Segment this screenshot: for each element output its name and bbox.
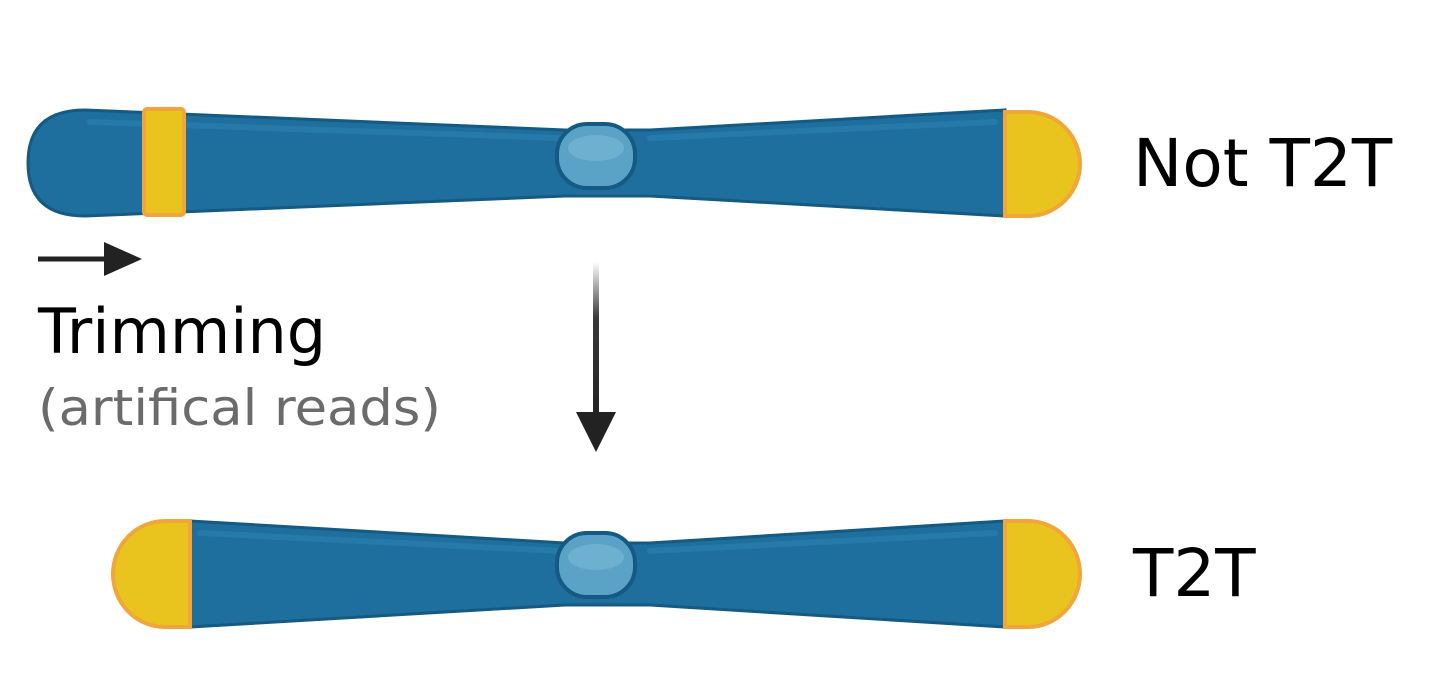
chromosome-t2t <box>111 519 1082 629</box>
down-arrow-icon <box>576 262 616 452</box>
chromosome-highlight <box>197 530 998 554</box>
chromosome-not-t2t <box>26 107 1082 218</box>
right-arrow-icon <box>38 242 142 276</box>
artificial-read-band <box>142 107 186 217</box>
label-artificial-reads: (artifical reads) <box>38 379 441 437</box>
label-trimming: Trimming <box>37 295 326 368</box>
chromosome-body <box>26 108 1007 218</box>
telomere-right <box>1003 519 1082 629</box>
label-not-t2t: Not T2T <box>1133 125 1393 202</box>
telomere-left <box>111 519 192 629</box>
telomere-right <box>1003 110 1082 218</box>
label-t2t: T2T <box>1132 535 1256 612</box>
